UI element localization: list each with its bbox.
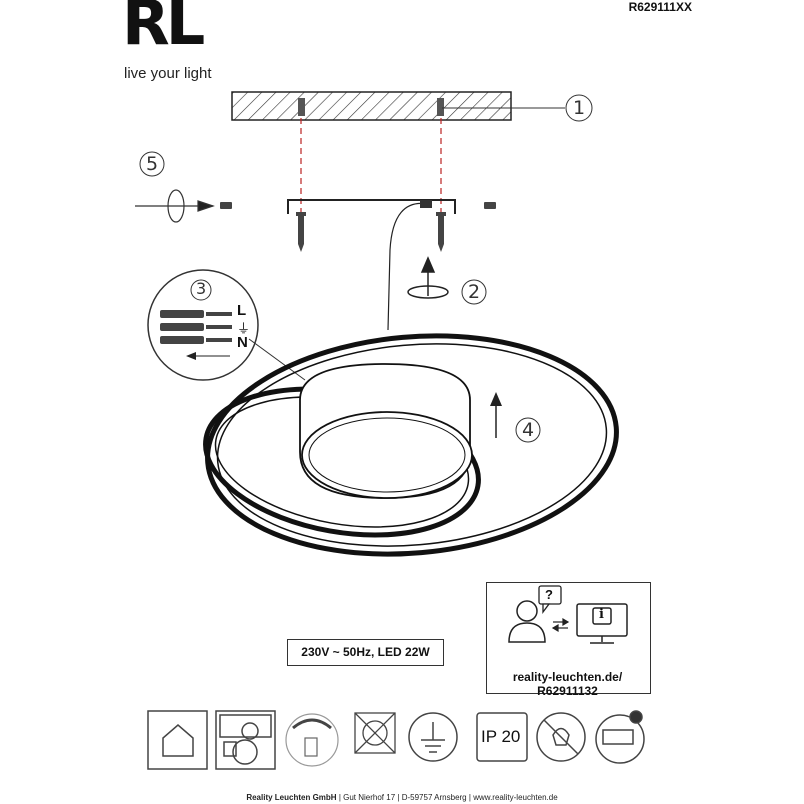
footer: Reality Leuchten GmbH | Gut Nierhof 17 |… [246,793,558,802]
dimming-icon [285,713,339,767]
brand-logo: RL [122,0,205,59]
question-mark: ? [545,587,553,602]
led-light-source-icon [595,710,645,764]
footer-street: Gut Nierhof 17 [343,793,396,802]
step5-tool [135,189,215,223]
step1-circle [565,94,593,122]
step5-circle [139,151,165,177]
step5-number: 5 [146,153,159,175]
indoor-use-icon [147,710,208,770]
monitor-icon [576,603,628,644]
step4-number: 4 [522,419,535,441]
step4-circle [515,417,541,443]
mounting-bracket [287,199,456,214]
canopy [299,363,473,499]
footer-website[interactable]: www.reality-leuchten.de [473,793,558,802]
earth-icon: ⏚ [237,321,251,336]
person-icon [508,600,546,643]
wiring-detail [147,269,306,381]
support-url[interactable]: reality-leuchten.de/ R62911132 [486,670,649,698]
step2-number: 2 [468,281,481,303]
protection-class-icon [408,712,458,762]
sync-arrows-icon [551,617,570,633]
no-bulb-replacement-icon [536,712,586,762]
electrical-spec: 230V ~ 50Hz, LED 22W [287,639,444,666]
wire-neutral-label: N [237,334,248,351]
footer-company: Reality Leuchten GmbH [246,793,337,802]
ip-rating-label: IP 20 [481,727,521,746]
product-code: R629111XX [628,0,692,14]
step3-number: 3 [196,279,207,298]
info-mark: i [599,607,604,622]
step1-number: 1 [573,97,586,119]
ceiling-dowels [298,98,444,116]
support-box [486,582,651,694]
step4-arrow [490,392,502,438]
wire-live-label: L [237,302,247,319]
ceiling-block [231,91,512,121]
power-cable [387,202,429,331]
brand-tagline: live your light [124,65,212,82]
footer-city: D-59757 Arnsberg [401,793,467,802]
terminal-block [420,200,432,208]
luminaire-icon [215,710,276,770]
support-url-line2[interactable]: R62911132 [537,684,598,698]
question-bubble-icon [538,585,562,614]
side-screws [220,202,496,209]
ip20-icon [476,712,528,762]
step2-arrows [407,256,449,299]
step2-circle [461,279,487,305]
mounting-screws [296,212,446,252]
not-covered-icon [354,712,396,754]
support-url-line1[interactable]: reality-leuchten.de/ [512,670,623,684]
